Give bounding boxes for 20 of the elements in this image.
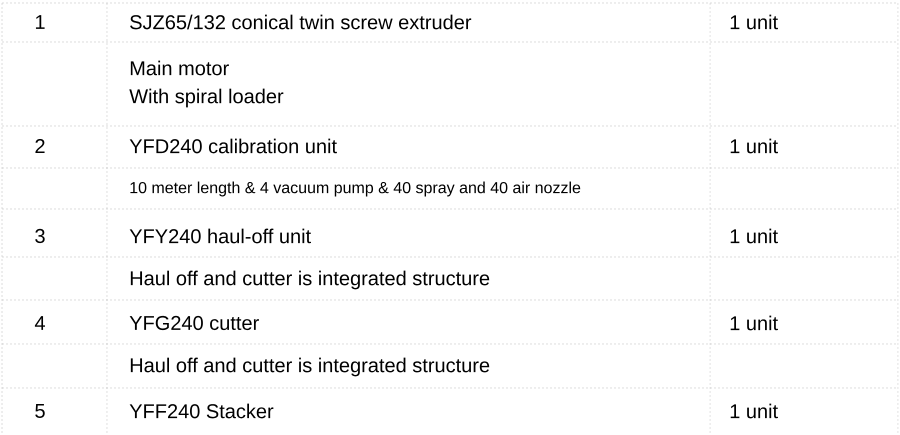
row-number: 2 bbox=[35, 139, 45, 153]
quantity: 1 unit bbox=[730, 138, 778, 154]
note-text: Haul off and cutter is integrated structure bbox=[130, 358, 490, 376]
quantity: 1 unit bbox=[730, 14, 778, 30]
quantity: 1 unit bbox=[730, 404, 778, 418]
row-number: 3 bbox=[35, 228, 45, 244]
item-description: YFY240 haul-off unit bbox=[130, 228, 311, 244]
row-number: 5 bbox=[35, 404, 45, 418]
note-text: Haul off and cutter is integrated structure bbox=[130, 270, 490, 290]
note-text: 10 meter length & 4 vacuum pump & 40 spray and 40 air nozzle bbox=[130, 182, 580, 196]
row-number: 1 bbox=[36, 15, 45, 29]
item-description: YFG240 cutter bbox=[130, 316, 259, 330]
note-text: Main motor bbox=[130, 60, 229, 76]
item-description: SJZ65/132 conical twin screw extruder bbox=[130, 14, 472, 30]
item-description: YFF240 Stacker bbox=[130, 404, 274, 418]
row-number: 4 bbox=[34, 316, 45, 330]
note-text: With spiral loader bbox=[129, 88, 284, 108]
quantity: 1 unit bbox=[730, 228, 778, 244]
item-description: YFD240 calibration unit bbox=[130, 138, 337, 154]
quantity: 1 unit bbox=[730, 316, 778, 330]
